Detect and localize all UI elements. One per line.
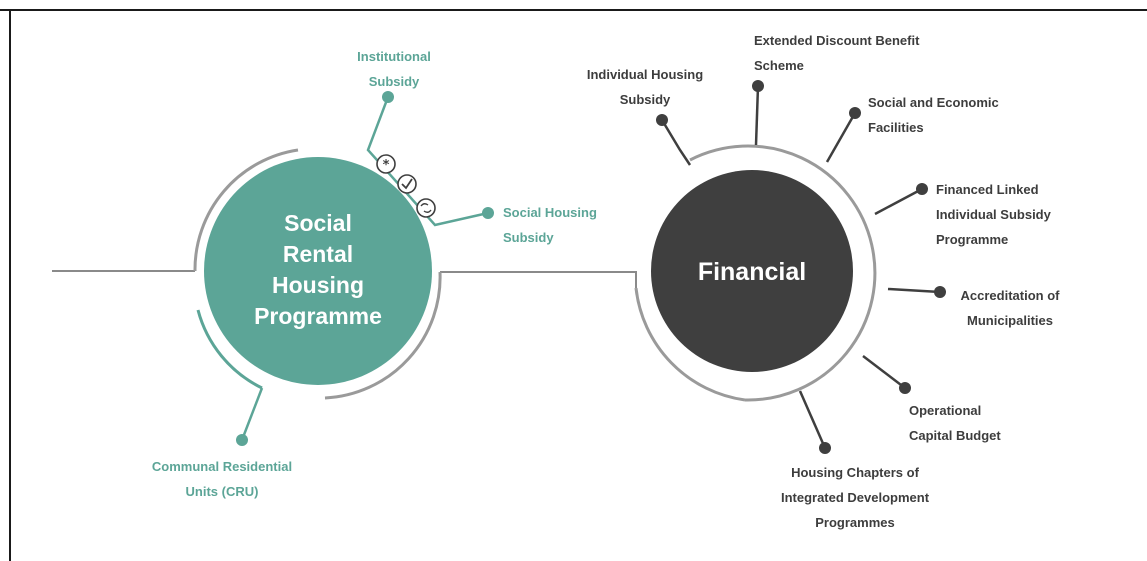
extended-spoke: [754, 85, 760, 146]
housing-chapters-node-dot: [819, 442, 831, 454]
flisp-node-dot: [916, 183, 928, 195]
socio-economic-spoke: [825, 112, 857, 163]
social-outer-arc-left-teal: [196, 309, 263, 390]
check-icon: [397, 174, 417, 194]
node-housing-chapters-of-integrated-development-programmes: Housing Chapters of Integrated Developme…: [780, 465, 930, 530]
node-social-and-economic-facilities: Social and Economic Facilities: [868, 95, 999, 135]
flisp-spoke: [874, 187, 923, 216]
svg-text:*: *: [383, 158, 390, 173]
extended-node-dot: [752, 80, 764, 92]
institutional-node-dot: [382, 91, 394, 103]
financial-outer-arc-left: [634, 287, 746, 402]
frame-top-border: [0, 9, 1147, 11]
node-extended-discount-benefit-scheme: Extended Discount Benefit Scheme: [754, 33, 920, 73]
operational-spoke: [862, 355, 906, 389]
node-communal-residential-units: Communal Residential Units (CRU): [151, 459, 293, 499]
cycle-icon: [416, 198, 436, 218]
individual-node-dot: [656, 114, 668, 126]
social-housing-node-dot: [482, 207, 494, 219]
node-institutional-subsidy: Institutional Subsidy: [357, 49, 431, 89]
node-operational-capital-budget: Operational Capital Budget: [909, 403, 1001, 443]
node-social-housing-subsidy: Social Housing Subsidy: [503, 205, 597, 245]
node-accreditation-of-municipalities: Accreditation of Municipalities: [960, 288, 1060, 328]
financial-hub-title: Financial: [697, 258, 807, 286]
financial-hub-circle: [651, 170, 853, 372]
hub-connector-line: [52, 270, 637, 288]
operational-node-dot: [899, 382, 911, 394]
cru-node-dot: [236, 434, 248, 446]
social-outer-arc-top: [193, 148, 299, 272]
accreditation-spoke: [887, 287, 941, 294]
asterisk-icon: *: [376, 154, 396, 174]
financial-outer-arc: [689, 144, 877, 402]
social-outer-arc-right: [324, 271, 442, 400]
financial-spokes: [660, 85, 941, 449]
social-hub-title: Social Rental Housing Programme: [254, 210, 382, 329]
individual-spoke: [660, 119, 692, 166]
housing-chapters-spoke: [798, 390, 827, 449]
accreditation-node-dot: [934, 286, 946, 298]
social-hub-circle: [204, 157, 432, 385]
frame-left-border: [9, 9, 11, 561]
node-individual-housing-subsidy: Individual Housing Subsidy: [586, 67, 704, 107]
financial-node-dots: [656, 80, 946, 454]
node-financed-linked-individual-subsidy-programme: Financed Linked Individual Subsidy Progr…: [936, 182, 1051, 247]
cru-spoke: [240, 387, 264, 441]
socio-economic-node-dot: [849, 107, 861, 119]
